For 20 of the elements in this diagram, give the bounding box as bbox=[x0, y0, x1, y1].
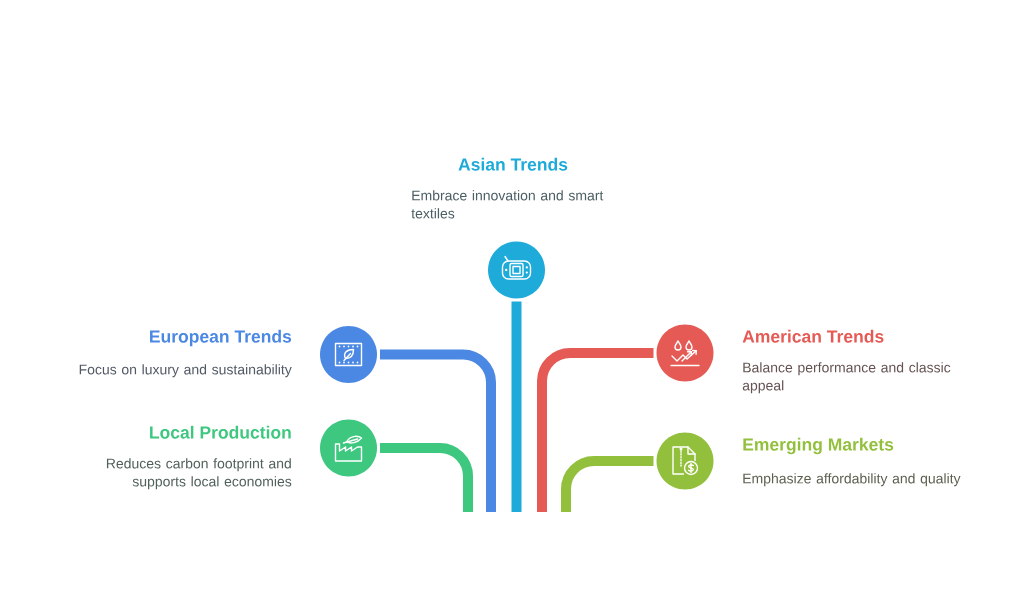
description: Balance performance and classic appeal bbox=[742, 362, 951, 394]
heading: Local Production bbox=[150, 425, 291, 439]
connector-line bbox=[380, 349, 496, 512]
icon-circle bbox=[320, 326, 377, 383]
heading: European Trends bbox=[150, 329, 292, 347]
description: Focus on luxury and sustainability bbox=[79, 364, 292, 378]
icon-circle bbox=[488, 241, 545, 299]
connector-line bbox=[511, 301, 522, 512]
icon-circle bbox=[320, 419, 377, 477]
description: Reduces carbon footprint and supports local economies bbox=[106, 458, 292, 490]
description: Emphasize affordability and quality bbox=[743, 473, 961, 487]
heading: Asian Trends bbox=[458, 157, 568, 171]
icon-circle bbox=[656, 432, 714, 490]
connector-line bbox=[537, 348, 654, 512]
icon-circle bbox=[656, 324, 714, 382]
connector-line bbox=[380, 443, 473, 512]
description: Embrace innovation and smart textiles bbox=[411, 190, 604, 219]
heading: American Trends bbox=[742, 329, 884, 343]
heading: Emerging Markets bbox=[743, 437, 894, 455]
connector-line bbox=[561, 456, 654, 512]
